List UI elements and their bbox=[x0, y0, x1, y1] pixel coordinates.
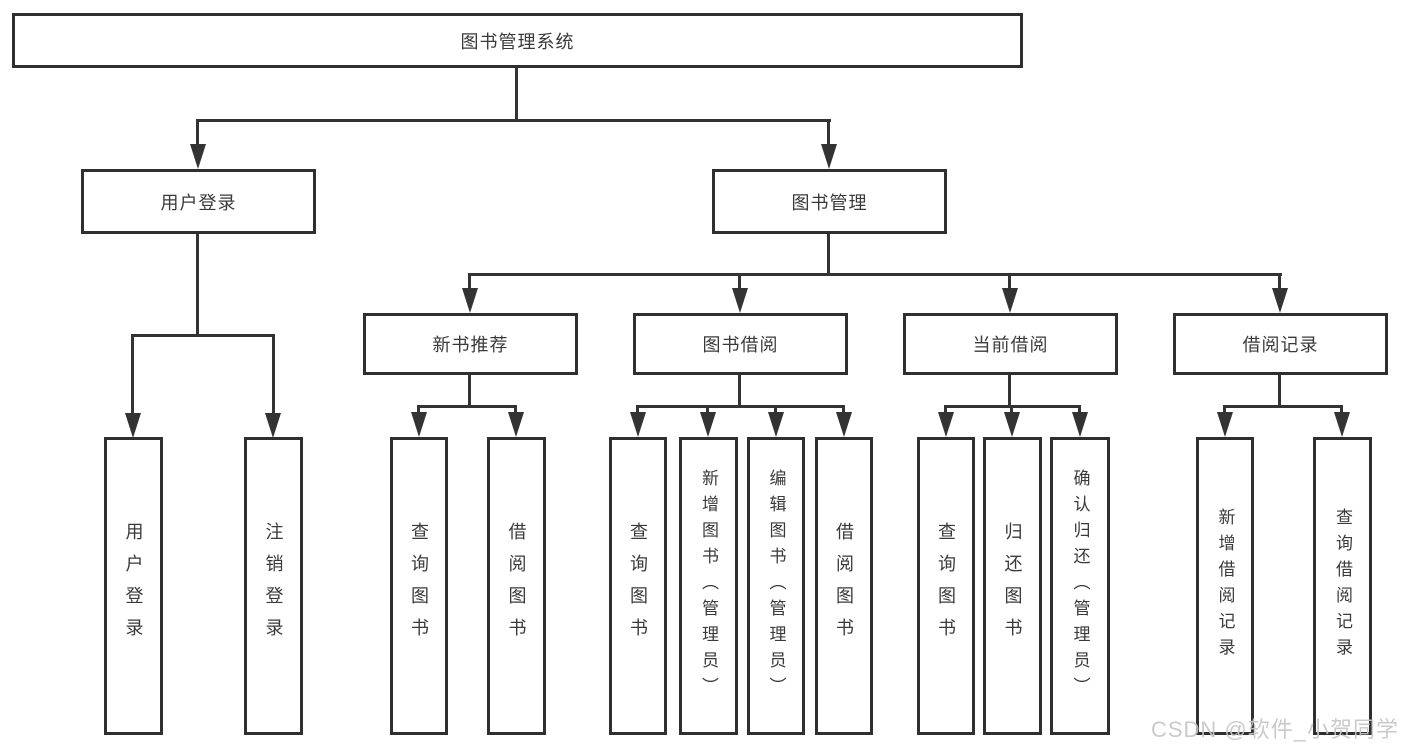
connector-line bbox=[1223, 405, 1226, 415]
arrow-down-icon bbox=[836, 412, 852, 437]
node-label: 图书管理系统 bbox=[460, 31, 575, 52]
arrow-down-icon bbox=[1004, 412, 1020, 437]
node-book-management: 图书管理 bbox=[712, 169, 947, 234]
connector-line bbox=[1278, 273, 1281, 291]
connector-line bbox=[706, 405, 709, 415]
leaf-borrow-books: 借阅图书 bbox=[487, 437, 546, 735]
connector-line bbox=[1008, 375, 1011, 408]
node-borrow-records: 借阅记录 bbox=[1173, 313, 1388, 375]
connector-line bbox=[196, 119, 199, 147]
node-label: 查询图书 bbox=[628, 522, 648, 650]
connector-line bbox=[514, 405, 517, 415]
arrow-down-icon bbox=[732, 288, 748, 313]
connector-line bbox=[131, 334, 134, 416]
connector-line bbox=[1078, 405, 1081, 415]
node-label: 图书借阅 bbox=[702, 335, 779, 355]
leaf-user-login: 用户登录 bbox=[104, 437, 163, 735]
connector-line bbox=[131, 334, 275, 337]
node-label: 借阅图书 bbox=[834, 522, 854, 650]
node-label: 新增图书（管理员） bbox=[699, 469, 718, 703]
arrow-down-icon bbox=[190, 144, 206, 169]
arrow-down-icon bbox=[1334, 412, 1350, 437]
leaf-return-books: 归还图书 bbox=[983, 437, 1042, 735]
node-label: 归还图书 bbox=[1002, 522, 1023, 650]
arrow-down-icon bbox=[1272, 288, 1288, 313]
node-label: 查询借阅记录 bbox=[1333, 508, 1352, 664]
node-label: 新增借阅记录 bbox=[1215, 508, 1235, 664]
connector-line bbox=[738, 273, 741, 291]
connector-line bbox=[827, 234, 830, 276]
arrow-down-icon bbox=[1217, 412, 1233, 437]
arrow-down-icon bbox=[462, 288, 478, 313]
arrow-down-icon bbox=[1002, 288, 1018, 313]
node-user-login: 用户登录 bbox=[81, 169, 316, 234]
arrow-down-icon bbox=[1072, 412, 1088, 437]
node-label: 借阅图书 bbox=[506, 522, 527, 650]
connector-line bbox=[1010, 405, 1013, 415]
connector-line bbox=[1223, 405, 1343, 408]
connector-line bbox=[636, 405, 845, 408]
leaf-logout: 注销登录 bbox=[244, 437, 303, 735]
node-label: 图书管理 bbox=[791, 192, 868, 213]
leaf-edit-book-admin: 编辑图书（管理员） bbox=[747, 437, 805, 735]
connector-line bbox=[417, 405, 420, 415]
arrow-down-icon bbox=[630, 412, 646, 437]
arrow-down-icon bbox=[125, 413, 141, 438]
node-label: 新书推荐 bbox=[432, 335, 509, 355]
connector-line bbox=[196, 119, 831, 122]
connector-line bbox=[944, 405, 947, 415]
connector-line bbox=[1340, 405, 1343, 415]
node-library-system: 图书管理系统 bbox=[12, 13, 1023, 68]
leaf-confirm-return-admin: 确认归还（管理员） bbox=[1050, 437, 1110, 735]
node-current-borrow: 当前借阅 bbox=[903, 313, 1118, 375]
connector-line bbox=[738, 375, 741, 408]
leaf-query-books: 查询图书 bbox=[609, 437, 667, 735]
connector-line bbox=[774, 405, 777, 415]
leaf-borrow-books: 借阅图书 bbox=[815, 437, 873, 735]
arrow-down-icon bbox=[508, 412, 524, 437]
node-label: 当前借阅 bbox=[972, 335, 1049, 355]
leaf-query-books: 查询图书 bbox=[390, 437, 448, 735]
leaf-query-borrow-record: 查询借阅记录 bbox=[1313, 437, 1372, 735]
node-label: 查询图书 bbox=[409, 522, 429, 650]
arrow-down-icon bbox=[265, 413, 281, 438]
connector-line bbox=[827, 119, 830, 147]
connector-line bbox=[1008, 273, 1011, 291]
connector-line bbox=[468, 273, 1282, 276]
node-label: 用户登录 bbox=[123, 522, 144, 650]
node-label: 借阅记录 bbox=[1242, 335, 1319, 355]
connector-line bbox=[417, 405, 517, 408]
connector-line bbox=[468, 273, 471, 291]
node-label: 注销登录 bbox=[263, 522, 284, 650]
arrow-down-icon bbox=[700, 412, 716, 437]
connector-line bbox=[468, 375, 471, 408]
arrow-down-icon bbox=[411, 412, 427, 437]
arrow-down-icon bbox=[768, 412, 784, 437]
leaf-add-book-admin: 新增图书（管理员） bbox=[679, 437, 738, 735]
node-label: 用户登录 bbox=[160, 192, 237, 213]
leaf-add-borrow-record: 新增借阅记录 bbox=[1196, 437, 1254, 735]
node-new-book-recommend: 新书推荐 bbox=[363, 313, 578, 375]
csdn-watermark: CSDN @软件_小贺同学 bbox=[1150, 717, 1399, 742]
connector-line bbox=[196, 234, 199, 337]
connector-line bbox=[842, 405, 845, 415]
node-label: 编辑图书（管理员） bbox=[766, 469, 786, 703]
leaf-query-books: 查询图书 bbox=[917, 437, 975, 735]
node-book-borrow: 图书借阅 bbox=[633, 313, 848, 375]
arrow-down-icon bbox=[938, 412, 954, 437]
connector-line bbox=[1278, 375, 1281, 408]
connector-line bbox=[515, 68, 518, 122]
connector-line bbox=[636, 405, 639, 415]
arrow-down-icon bbox=[821, 144, 837, 169]
connector-line bbox=[272, 334, 275, 416]
node-label: 确认归还（管理员） bbox=[1070, 469, 1090, 703]
node-label: 查询图书 bbox=[936, 522, 956, 650]
